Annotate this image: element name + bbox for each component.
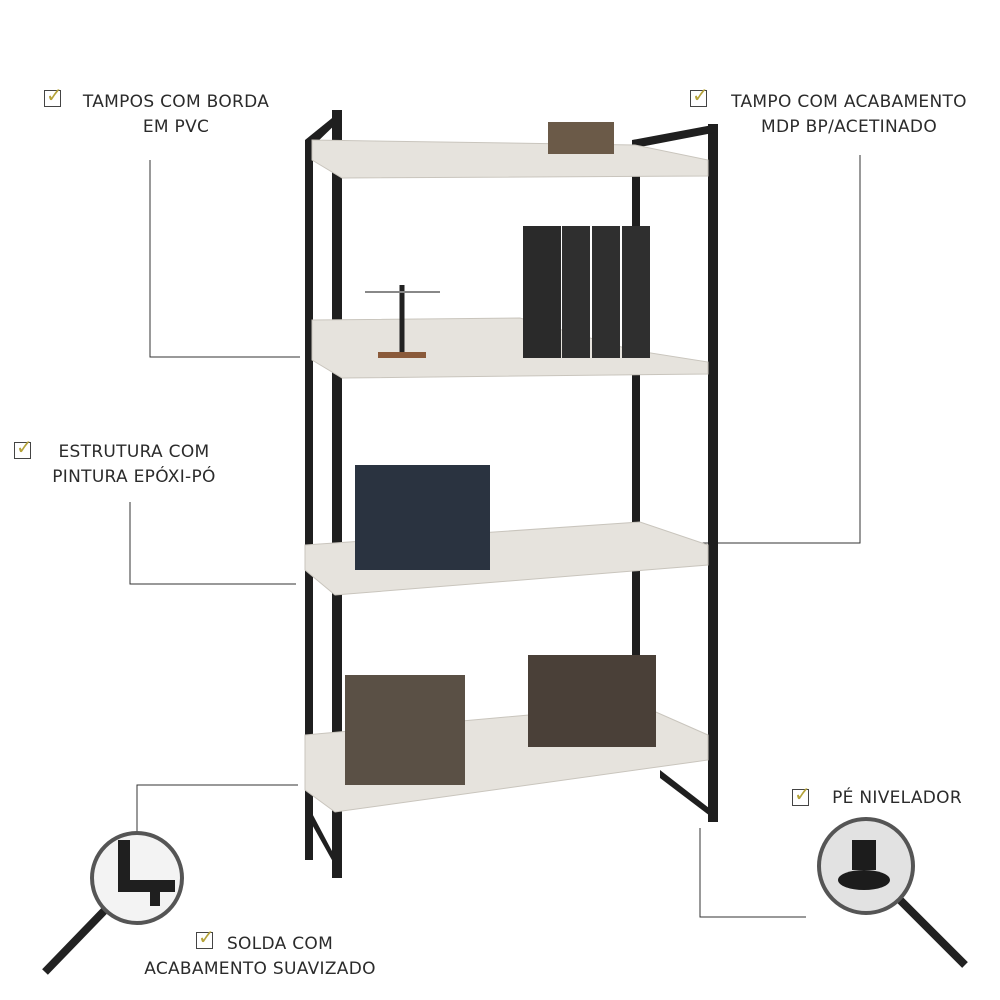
front-left-post <box>332 110 342 878</box>
binder <box>562 226 590 358</box>
weld-magnifier-icon <box>42 831 184 975</box>
binder <box>592 226 620 358</box>
feature-structure: ESTRUTURA COM PINTURA EPÓXI-PÓ <box>52 442 216 487</box>
decor-items <box>345 122 656 785</box>
leader-top-finish <box>650 155 861 544</box>
feature-weld: SOLDA COM ACABAMENTO SUAVIZADO <box>144 934 376 979</box>
small-books <box>548 122 614 154</box>
checkbox-icon: ✓ <box>44 83 63 107</box>
back-right-post <box>632 140 640 760</box>
binder <box>523 226 561 358</box>
book-stack <box>355 465 490 570</box>
feature-leveling-foot: PÉ NIVELADOR <box>832 788 962 808</box>
checkbox-icon: ✓ <box>14 435 33 459</box>
feature-top-finish: TAMPO COM ACABAMENTO MDP BP/ACETINADO <box>731 92 967 137</box>
leveling-foot-magnifier-icon <box>817 817 968 968</box>
book-stack <box>528 655 656 747</box>
shelf-top <box>311 139 709 179</box>
checkbox-icon: ✓ <box>196 925 215 949</box>
leader-weld <box>136 784 298 832</box>
binder <box>622 226 650 358</box>
frame <box>305 110 718 878</box>
front-right-post <box>708 124 718 822</box>
checkbox-icon: ✓ <box>690 83 709 107</box>
checkbox-icon: ✓ <box>792 782 811 806</box>
leader-top-edges <box>149 160 300 358</box>
leader-structure <box>129 502 296 585</box>
feature-top-edges: TAMPOS COM BORDA EM PVC <box>82 92 270 137</box>
leader-leveling-foot <box>699 828 806 918</box>
book-stack <box>345 675 465 785</box>
leader-lines <box>129 155 861 918</box>
back-left-post <box>305 140 313 860</box>
